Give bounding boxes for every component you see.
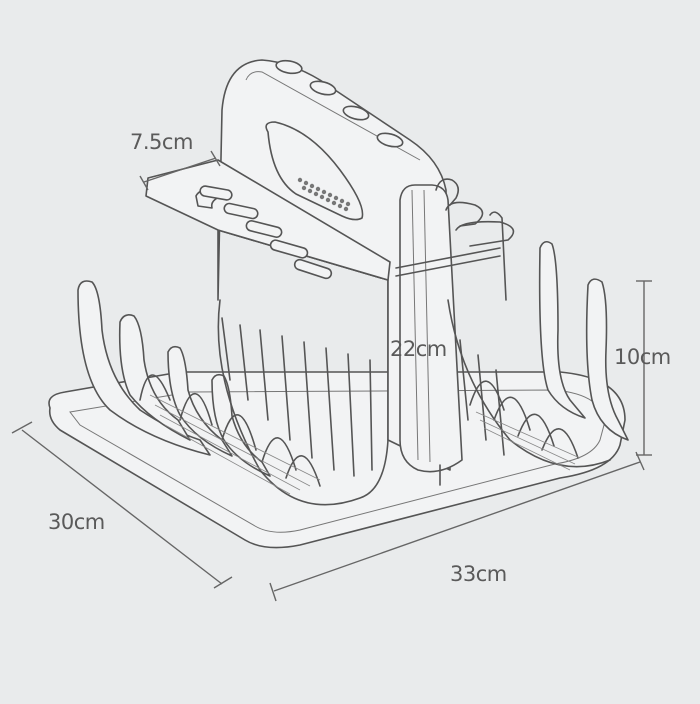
- dimension-label-rack-height: 10cm: [614, 345, 671, 369]
- left-rack-prongs: [77, 280, 271, 477]
- right-rack: [447, 240, 629, 471]
- dimension-label-width: 33cm: [450, 562, 507, 586]
- dimension-label-height-center: 22cm: [390, 337, 447, 361]
- center-divider: [395, 184, 501, 486]
- cup-hooks-right: [435, 178, 515, 301]
- dimension-label-holder-depth: 7.5cm: [130, 130, 193, 154]
- dimension-lines: [11, 150, 652, 602]
- cup-hooks-left: [145, 159, 391, 281]
- drain-dots: [297, 177, 351, 212]
- handle: [217, 59, 451, 471]
- dimension-label-depth: 30cm: [48, 510, 105, 534]
